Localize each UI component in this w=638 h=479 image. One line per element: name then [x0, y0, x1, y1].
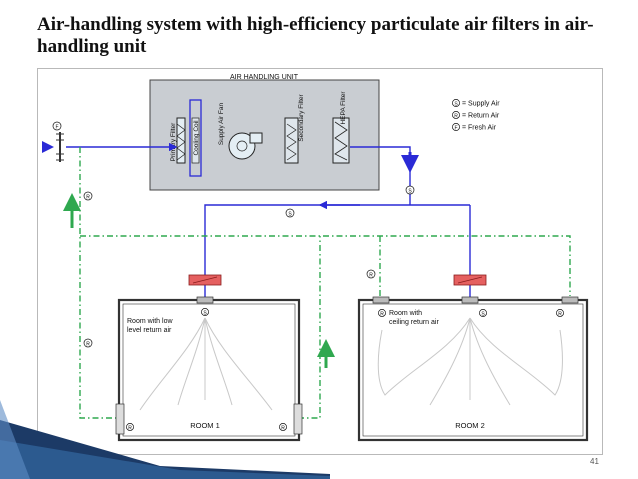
line-markers: R R S S R — [83, 185, 415, 348]
return-duct-main — [79, 147, 118, 419]
slide-title: Air-handling system with high-efficiency… — [37, 14, 594, 57]
return-marker: R — [380, 311, 384, 317]
supply-marker: S — [203, 310, 207, 316]
ceiling-return-right — [561, 296, 579, 304]
supply-air-fan: Supply Air Fan — [218, 102, 263, 160]
room2-label: ROOM 2 — [455, 421, 485, 430]
primary-filter-label: Primary Filter — [170, 122, 177, 161]
legend-item-supply: S = Supply Air — [452, 99, 500, 108]
legend-symbol: S — [454, 101, 458, 107]
fresh-air-marker: F — [55, 124, 58, 130]
legend-item-return: R = Return Air — [452, 111, 500, 120]
fresh-air-intake: F — [42, 121, 64, 162]
reheat-coil-room2 — [453, 274, 487, 286]
room2-note-line2: ceiling return air — [389, 319, 439, 326]
legend-text: = Fresh Air — [462, 125, 497, 132]
hepa-filter: HEPA Filter — [332, 91, 350, 164]
supply-duct-room1 — [204, 204, 410, 300]
return-marker: R — [281, 425, 285, 431]
return-marker: R — [86, 341, 90, 347]
legend-symbol: R — [454, 113, 458, 119]
return-marker: R — [369, 272, 373, 278]
fan-label-line: Supply Air Fan — [218, 102, 225, 145]
legend-text: = Supply Air — [462, 101, 500, 108]
supply-marker: S — [288, 211, 292, 217]
legend-text: = Return Air — [462, 113, 500, 120]
slide-decoration — [0, 400, 330, 479]
return-grille-left — [115, 403, 125, 435]
room1-airflow — [139, 317, 273, 411]
secondary-filter-label: Secondary Filter — [298, 94, 305, 142]
supply-diffuser-room2 — [461, 296, 479, 304]
hepa-filter-label: HEPA Filter — [340, 91, 347, 125]
return-room1-right — [298, 236, 321, 419]
return-arrows — [63, 193, 335, 368]
room1-label: ROOM 1 — [190, 421, 220, 430]
page-number: 41 — [590, 457, 599, 466]
supply-marker: S — [481, 311, 485, 317]
reheat-coil-room1 — [188, 274, 222, 286]
ceiling-return-left — [372, 296, 390, 304]
room-2: R S R Room with ceiling return air ROOM … — [357, 296, 589, 442]
supply-diffuser — [196, 296, 214, 304]
diagram-frame — [37, 68, 603, 455]
room2-airflow — [377, 317, 563, 406]
return-marker: R — [128, 425, 132, 431]
return-marker: R — [86, 194, 90, 200]
room1-note-line1: Room with low — [127, 318, 173, 325]
primary-filter: Primary Filter — [170, 117, 186, 164]
room-1: S Room with low level return air ROOM 1 … — [115, 296, 303, 442]
return-grille-right — [293, 403, 303, 435]
return-header — [80, 235, 571, 268]
legend-item-fresh: F = Fresh Air — [452, 123, 497, 132]
supply-marker: S — [408, 188, 412, 194]
return-marker: R — [558, 311, 562, 317]
room1-note-line2: level return air — [127, 327, 172, 334]
secondary-filter: Secondary Filter — [284, 94, 305, 164]
room2-note-line1: Room with — [389, 310, 422, 317]
legend: S = Supply Air R = Return Air F = Fresh … — [452, 99, 500, 132]
legend-symbol: F — [454, 125, 457, 131]
ahu-label: AIR HANDLING UNIT — [230, 74, 299, 81]
cooling-coil: Cooling Coil — [189, 99, 202, 177]
cooling-coil-label: Cooling Coil — [193, 120, 200, 156]
